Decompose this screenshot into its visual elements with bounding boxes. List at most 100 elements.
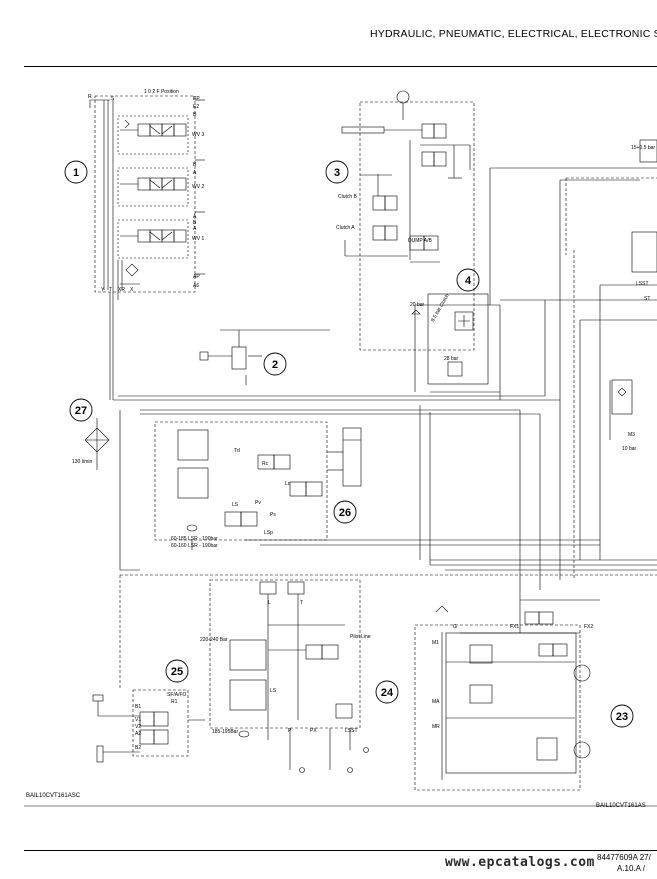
valve-section-wv1 (117, 219, 189, 259)
block25-ps-label: Ps (270, 512, 276, 518)
callout-4: 4 (456, 268, 480, 292)
port-label-a2: A (193, 214, 197, 220)
block26-v1-label: V1 (135, 717, 142, 723)
block25-td-label: Td (234, 448, 240, 454)
block27-flow-label: 130 l/min (72, 459, 93, 465)
right-10bar-label: 10 bar (622, 446, 637, 452)
valve1-positions-label: 1 0 2 F Position (144, 89, 179, 95)
watermark: www.epcatalogs.com (445, 855, 595, 870)
valve-block-1 (89, 95, 205, 400)
port-label-a: A (193, 170, 197, 176)
port-label-r: R (88, 94, 92, 100)
connecting-lines (113, 139, 657, 601)
port-label-b3: B (193, 220, 197, 226)
block-4 (411, 293, 501, 400)
valve-section-wv3 (117, 115, 189, 155)
block26-v2-label: V2 (135, 724, 142, 730)
svg-text:26: 26 (339, 507, 351, 519)
block23-m1-label: M1 (432, 640, 439, 646)
block24-port-l: L (268, 600, 271, 606)
port-label-e2: E2 (193, 104, 200, 110)
port-label-ap: AP (193, 274, 200, 280)
svg-text:27: 27 (75, 405, 87, 417)
callout-25: 26 (333, 500, 357, 524)
clutch-a-label: Clutch A (336, 225, 355, 231)
block23-g-label: G (453, 624, 457, 630)
port-label-ep: EP (193, 96, 200, 102)
port-label-x: X (130, 287, 134, 293)
port-label-b2: B (193, 162, 197, 168)
block23-mr-label: MR (432, 724, 440, 730)
block26-b1-label: B1 (135, 704, 142, 710)
page-header-title: HYDRAULIC, PNEUMATIC, ELECTRICAL, ELECTR… (370, 28, 657, 40)
svg-text:1: 1 (73, 167, 79, 179)
callout-2: 2 (263, 352, 287, 376)
footer-divider (24, 850, 657, 851)
block23-ma-label: MA (432, 699, 440, 705)
svg-text:24: 24 (381, 687, 394, 699)
block25-lsp-label: LSp (264, 530, 273, 536)
block24-pilot-line-label: Pilot Line (350, 634, 371, 640)
block25-rc-label: Rc (262, 461, 269, 467)
callout-27: 27 (69, 398, 93, 422)
callout-24: 24 (375, 680, 399, 704)
port-label-a6: A6 (193, 283, 200, 289)
port-label-y: Y (101, 287, 105, 293)
block24-pressure-high: 220-240 Bar (200, 637, 228, 643)
right-lsst-label: LSST (636, 281, 649, 287)
block23-fx1-label: FX1 (510, 624, 520, 630)
page-reference: A.10.A / (617, 864, 646, 873)
valve-label-wv1: WV 1 (192, 236, 205, 242)
valve-label-wv2: WV 2 (192, 184, 205, 190)
svg-text:23: 23 (616, 711, 628, 723)
document-code: 84477609A 27/ (597, 853, 651, 862)
clutch-b-label: Clutch B (338, 194, 357, 200)
block25-pv-label: Pv (255, 500, 261, 506)
port-label-xr: XR (118, 287, 125, 293)
clutch-block-3 (341, 90, 475, 351)
block-2 (199, 329, 330, 385)
svg-text:4: 4 (465, 275, 472, 287)
callout-23: 23 (610, 704, 634, 728)
block24-pressure-low: 185-195Bar (212, 729, 239, 735)
block25-lc-label: Lc (285, 481, 291, 487)
right-st-label: ST (644, 296, 651, 302)
block24-port-px: PX (310, 728, 317, 734)
block25-pressure-1: 60-185 LSR - 190bar (171, 536, 218, 542)
valve-label-wv3: WV 3 (192, 132, 205, 138)
svg-text:3: 3 (334, 167, 340, 179)
callout-26: 25 (165, 659, 189, 683)
block-25 (154, 421, 600, 550)
block25-ls-label: LS (232, 502, 239, 508)
callout-1: 1 (64, 160, 88, 184)
svg-text:2: 2 (272, 359, 278, 371)
dump-ab-label: DUMP A/B (408, 238, 432, 244)
right-m3-label: M3 (628, 432, 635, 438)
port-label-t: T (109, 287, 113, 293)
block-27 (84, 410, 140, 571)
block24-port-p: P (288, 728, 292, 734)
valve-section-wv2 (117, 167, 189, 207)
block4-28bar-label: 28 bar (444, 356, 459, 362)
block26-r1-label: R1 (171, 699, 178, 705)
block26-b2-label: B2 (135, 745, 142, 751)
block26-sfafo-label: SF/A/FO (167, 692, 187, 698)
block-24 (209, 579, 369, 773)
block24-port-ls: LS (270, 688, 277, 694)
block-26 (92, 575, 205, 763)
block23-fx2-label: FX2 (584, 624, 594, 630)
block4-20bar-label: 20 bar (410, 302, 425, 308)
port-label-s: S (111, 96, 115, 102)
block26-a2-label: A2 (135, 731, 142, 737)
right-pressure-label: 15+0.5 bar (631, 145, 656, 151)
block24-port-t: T (300, 600, 304, 606)
header-divider (24, 66, 657, 67)
callout-3: 3 (325, 160, 349, 184)
port-label-a3: A (193, 226, 197, 232)
figure-reference-right: BAIL10CVT161AS (596, 803, 646, 809)
block24-lsst-label: LSST (345, 728, 358, 734)
block-23 (414, 600, 591, 791)
block25-pressure-2: 60-160 LSR - 190bar (171, 543, 218, 549)
figure-reference-left: BAIL10CVT161ASC (26, 793, 81, 799)
